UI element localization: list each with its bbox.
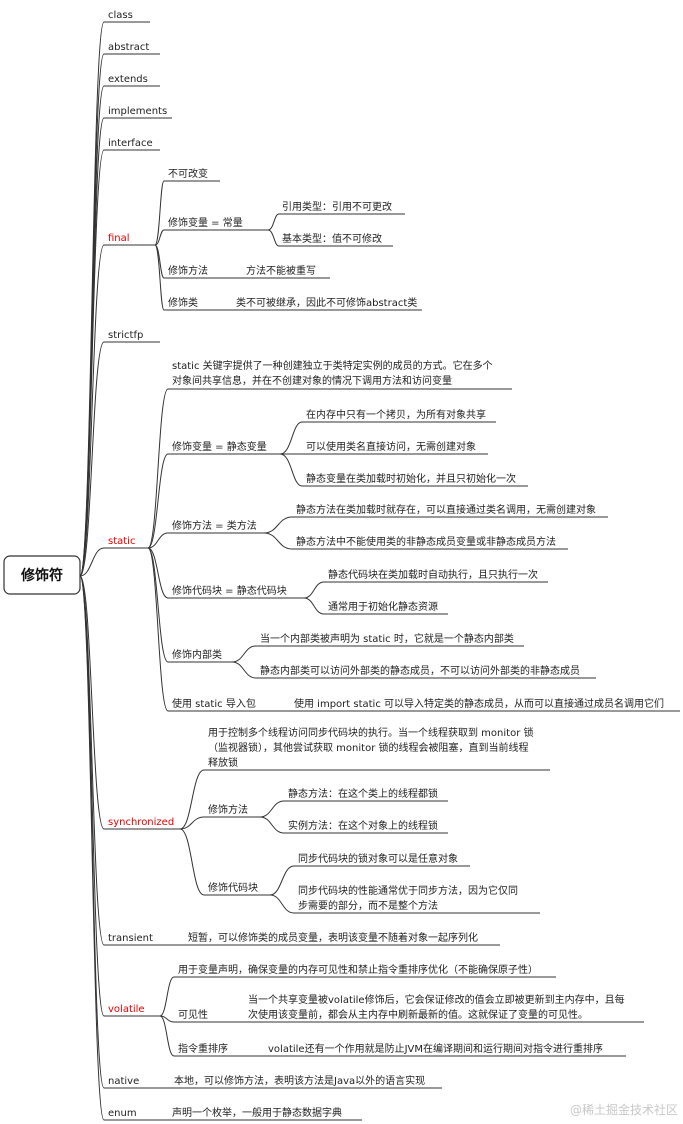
underlines — [104, 21, 680, 1121]
connectors — [79, 21, 325, 1121]
node-static-var-3: 静态变量在类加载时初始化，并且只初始化一次 — [306, 472, 516, 485]
node-strictfp: strictfp — [108, 330, 143, 341]
node-final: final — [108, 233, 130, 244]
node-final-var-basic: 基本类型：值不可修改 — [282, 232, 382, 245]
node-sync: synchronized — [108, 817, 174, 828]
root-label: 修饰符 — [20, 567, 63, 584]
node-static-var-2: 可以使用类名直接访问，无需创建对象 — [306, 440, 476, 453]
node-static-block-1: 静态代码块在类加载时自动执行，且只执行一次 — [328, 568, 538, 581]
node-sync-block-1: 同步代码块的锁对象可以是任意对象 — [298, 852, 458, 865]
node-static-block-2: 通常用于初始化静态资源 — [328, 600, 438, 613]
node-labels: class abstract extends implements interf… — [108, 10, 664, 1119]
node-static: static — [108, 536, 135, 547]
node-transient-d: 短暂，可以修饰类的成员变量，表明该变量不随着对象一起序列化 — [188, 931, 478, 944]
node-native-d: 本地，可以修饰方法，表明该方法是Java以外的语言实现 — [174, 1074, 425, 1087]
node-static-intro-1: static 关键字提供了一种创建独立于类特定实例的成员的方式。它在多个 — [172, 359, 493, 372]
node-final-method-d: 方法不能被重写 — [246, 264, 316, 277]
node-final-class-d: 类不可被继承，因此不可修饰abstract类 — [236, 296, 417, 309]
node-static-method: 修饰方法 = 类方法 — [172, 519, 257, 532]
node-volatile-intro: 用于变量声明，确保变量的内存可见性和禁止指令重排序优化（不能确保原子性） — [178, 963, 538, 976]
node-implements: implements — [108, 106, 167, 117]
node-sync-intro-1: 用于控制多个线程访问同步代码块的执行。当一个线程获取到 monitor 锁 — [208, 726, 533, 739]
node-static-inner-2: 静态内部类可以访问外部类的静态成员，不可以访问外部类的非静态成员 — [260, 664, 580, 677]
node-final-1: 不可改变 — [168, 167, 208, 180]
node-static-import: 使用 static 导入包 — [172, 697, 256, 710]
node-volatile-reorder: 指令重排序 — [178, 1042, 228, 1055]
node-sync-intro-3: 释放锁 — [208, 756, 238, 769]
node-static-method-2: 静态方法中不能使用类的非静态成员变量或非静态成员方法 — [296, 535, 556, 548]
node-static-import-d: 使用 import static 可以导入特定类的静态成员，从而可以直接通过成员… — [294, 697, 664, 710]
node-static-intro-2: 对象间共享信息，并在不创建对象的情况下调用方法和访问变量 — [172, 374, 452, 387]
watermark: @稀土掘金技术社区 — [570, 1102, 678, 1117]
node-final-var: 修饰变量 = 常量 — [168, 216, 243, 229]
node-static-inner-1: 当一个内部类被声明为 static 时，它就是一个静态内部类 — [260, 632, 514, 645]
node-enum: enum — [108, 1108, 137, 1119]
node-transient: transient — [108, 933, 153, 944]
node-sync-method-2: 实例方法：在这个对象上的线程锁 — [288, 819, 438, 832]
node-final-var-ref: 引用类型：引用不可更改 — [282, 200, 392, 213]
node-volatile-reorder-d: volatile还有一个作用就是防止JVM在编译期间和运行期间对指令进行重排序 — [268, 1042, 603, 1055]
node-sync-method-1: 静态方法：在这个类上的线程都锁 — [288, 787, 438, 800]
node-sync-block-2a: 同步代码块的性能通常优于同步方法，因为它仅同 — [298, 884, 518, 897]
node-static-var: 修饰变量 = 静态变量 — [172, 440, 267, 453]
node-interface: interface — [108, 138, 153, 149]
node-extends: extends — [108, 74, 148, 85]
node-static-var-1: 在内存中只有一个拷贝，为所有对象共享 — [306, 408, 486, 421]
root-box — [3, 555, 81, 595]
root-node: 修饰符 — [3, 555, 81, 595]
node-sync-method: 修饰方法 — [208, 803, 248, 816]
node-class: class — [108, 10, 133, 21]
node-final-method: 修饰方法 — [168, 264, 208, 277]
node-sync-intro-2: （监视器锁），其他尝试获取 monitor 锁的线程会被阻塞，直到当前线程 — [208, 741, 528, 754]
node-static-method-1: 静态方法在类加载时就存在，可以直接通过类名调用，无需创建对象 — [296, 503, 596, 516]
node-sync-block-2b: 步需要的部分，而不是整个方法 — [298, 899, 438, 912]
node-enum-d: 声明一个枚举，一般用于静态数据字典 — [172, 1106, 342, 1119]
node-native: native — [108, 1076, 139, 1087]
node-static-inner: 修饰内部类 — [172, 648, 222, 661]
node-static-block: 修饰代码块 = 静态代码块 — [172, 584, 287, 597]
node-volatile-vis: 可见性 — [178, 1008, 208, 1021]
node-final-class: 修饰类 — [168, 296, 198, 309]
node-sync-block: 修饰代码块 — [208, 881, 258, 894]
node-volatile-vis-2: 次使用该变量前，都会从主内存中刷新最新的值。这就保证了变量的可见性。 — [248, 1008, 588, 1021]
node-abstract: abstract — [108, 42, 149, 53]
node-volatile: volatile — [108, 1004, 145, 1015]
node-volatile-vis-1: 当一个共享变量被volatile修饰后，它会保证修改的值会立即被更新到主内存中，… — [248, 993, 625, 1006]
